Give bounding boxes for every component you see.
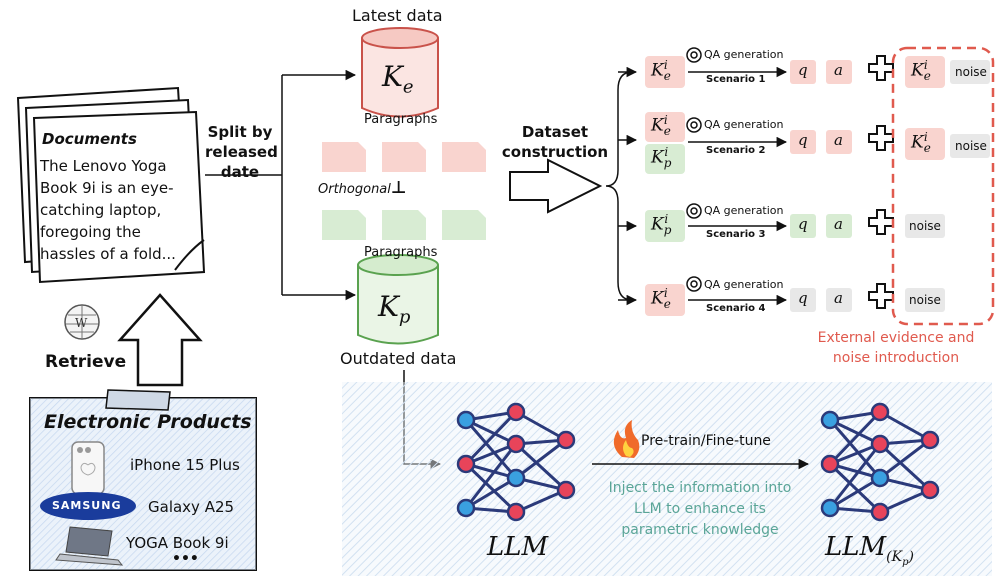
evidence1-ke: Kei — [911, 58, 931, 84]
green-paragraphs — [322, 210, 486, 240]
evidence2-ke: Kei — [911, 130, 931, 156]
retrieve-label: Retrieve — [45, 352, 127, 372]
red-paragraphs — [322, 142, 486, 172]
scenario4-ke: Kei — [651, 286, 671, 312]
split-connector — [205, 69, 357, 301]
ke-database-icon — [361, 27, 439, 118]
documents-title: Documents — [42, 130, 137, 148]
llm-kp-close: ) — [908, 549, 914, 566]
laptop-icon — [55, 526, 124, 566]
scenario2-q: q — [798, 131, 808, 149]
inject-label: Inject the information into LLM to enhan… — [608, 480, 792, 538]
orthogonal-symbol: ⊥ — [390, 178, 407, 198]
scenario3-kp: Kpi — [651, 212, 672, 238]
plus-icons — [868, 55, 894, 309]
documents-body: The Lenovo Yoga Book 9i is an eye-catchi… — [40, 157, 176, 263]
scenario-knowledge-boxes — [645, 56, 685, 316]
latest-data-label: Latest data — [352, 6, 443, 25]
scenario3-q: q — [798, 215, 808, 233]
scenario-arrows — [688, 66, 788, 306]
scenario1-name: Scenario 1 — [706, 74, 766, 85]
qa-boxes — [790, 60, 852, 312]
scenario-brace — [605, 66, 638, 306]
products-more: ••• — [172, 551, 199, 567]
paragraphs-top-label: Paragraphs — [364, 112, 438, 127]
samsung-logo — [40, 492, 136, 520]
outdated-data-label: Outdated data — [340, 349, 457, 368]
scenario2-kp: Kpi — [651, 145, 672, 171]
documents-stack — [16, 86, 206, 284]
scenario1-noise: noise — [955, 65, 987, 79]
product-item-yoga: YOGA Book 9i — [126, 534, 229, 552]
scenario2-qa-label: QA generation — [704, 118, 784, 131]
scenario1-q: q — [798, 61, 808, 79]
scenario4-q: q — [798, 289, 808, 307]
llm-label: LLM — [487, 532, 549, 562]
split-label: Split by released date — [205, 123, 278, 181]
scenario3-name: Scenario 3 — [706, 229, 766, 240]
product-item-galaxy: Galaxy A25 — [148, 498, 235, 516]
wikipedia-globe-icon: W — [64, 304, 100, 340]
openai-icon — [686, 47, 702, 292]
scenario1-qa-label: QA generation — [704, 48, 784, 61]
scenario3-qa-label: QA generation — [704, 204, 784, 217]
retrieve-arrow — [117, 293, 203, 387]
ke-symbol: Ke — [382, 60, 414, 98]
llm-kp-label: LLM(Kp) — [825, 532, 914, 568]
llm-kp-base: LLM — [825, 532, 887, 562]
svg-text:W: W — [75, 316, 88, 330]
external-evidence-label: External evidence and noise introduction — [817, 330, 975, 366]
ke-base: K — [382, 60, 403, 93]
scenario4-qa-label: QA generation — [704, 278, 784, 291]
orthogonal-text: Orthogonal — [318, 182, 391, 197]
kp-database-icon — [357, 254, 439, 345]
scenario2-name: Scenario 2 — [706, 145, 766, 156]
scenario1-ke: Kei — [651, 58, 671, 84]
samsung-brand-text: SAMSUNG — [52, 499, 122, 512]
external-evidence-box — [891, 46, 995, 326]
scenario4-noise: noise — [909, 293, 941, 307]
iphone-icon — [71, 441, 105, 495]
kp-symbol: Kp — [378, 290, 410, 328]
orthogonal-label: Orthogonal⊥ — [318, 178, 406, 198]
scenario4-a: a — [834, 289, 843, 307]
pretrain-label: Pre-train/Fine-tune — [641, 433, 771, 449]
dataset-construction-label: Dataset construction — [501, 123, 609, 161]
product-item-iphone: iPhone 15 Plus — [130, 456, 240, 474]
scenario4-name: Scenario 4 — [706, 303, 766, 314]
products-title: Electronic Products — [44, 411, 252, 433]
kp-sub: p — [398, 306, 411, 328]
llm-kp-subsub: p — [902, 556, 909, 568]
scenario1-a: a — [834, 61, 843, 79]
dataset-arrow — [509, 158, 603, 214]
llm-network-right-icon — [820, 402, 940, 522]
flame-icon — [613, 420, 640, 458]
kp-base: K — [378, 290, 399, 323]
scenario3-a: a — [834, 215, 843, 233]
llm-network-left-icon — [456, 402, 576, 522]
paragraphs-bottom-label: Paragraphs — [364, 245, 438, 260]
ke-sub: e — [402, 76, 414, 98]
scenario2-ke: Kei — [651, 113, 671, 139]
scenario2-noise: noise — [955, 139, 987, 153]
scenario2-a: a — [834, 131, 843, 149]
llm-kp-sub: (K — [886, 549, 903, 566]
scenario3-noise: noise — [909, 219, 941, 233]
